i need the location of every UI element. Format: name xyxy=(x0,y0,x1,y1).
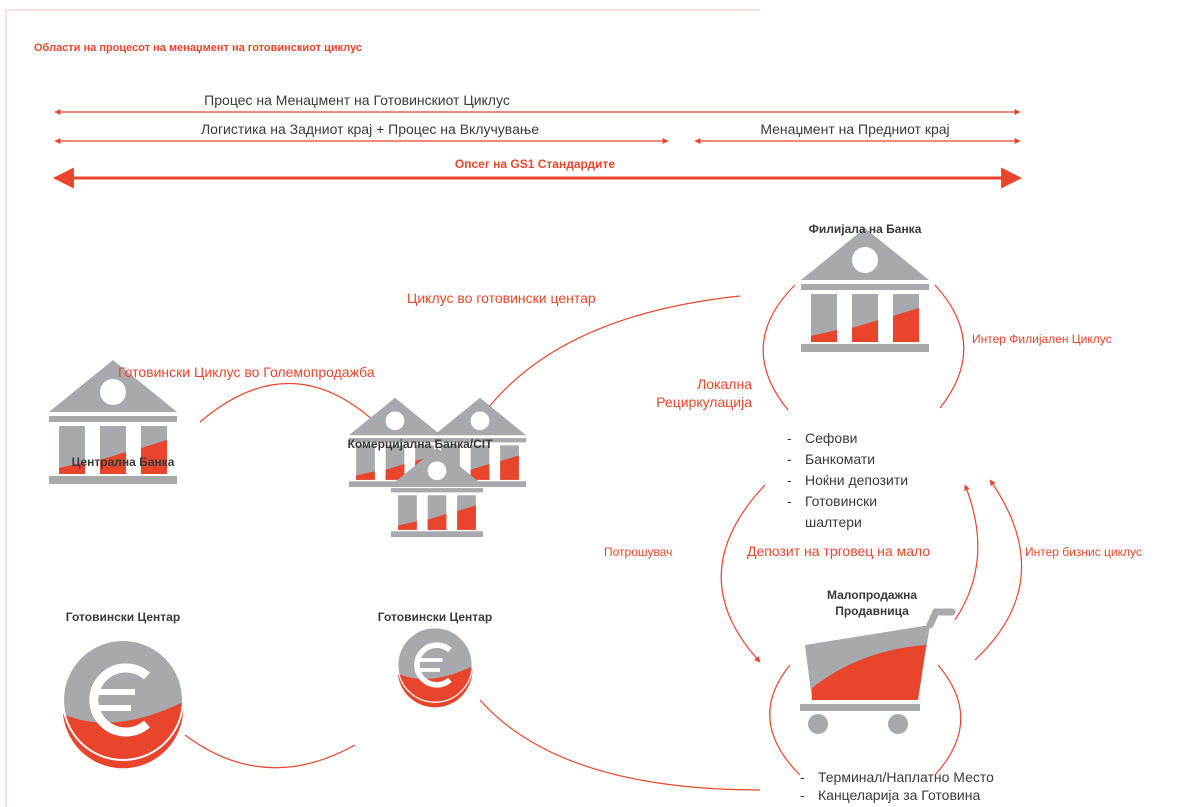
gs1-scope-label: Опсег на GS1 Стандардите xyxy=(448,157,622,171)
cash-center-cycle-curve xyxy=(484,295,741,413)
store-loop-left-curve xyxy=(769,664,801,776)
local-recirc-label-line2: Рециркулација xyxy=(656,394,752,410)
bank-icon xyxy=(390,447,484,538)
store-points-list: Терминал/Наплатно Место Канцеларија за Г… xyxy=(800,768,1060,804)
retail-store-label-line2: Продавница xyxy=(835,604,909,618)
inter-branch-cycle-label: Интер Филијален Циклус xyxy=(972,332,1112,346)
retailer-deposit-label: Депозит на трговец на мало xyxy=(747,543,931,559)
retail-store-label-line1: Малопродажна xyxy=(826,588,918,602)
list-item: Сефови xyxy=(787,428,947,449)
list-item: Банкомати xyxy=(787,449,947,470)
cash-center-cycle-label: Циклус во готовински центар xyxy=(407,290,596,306)
bank-icon xyxy=(801,228,929,352)
central-bank-loop-curve xyxy=(184,734,356,769)
full-process-label: Процес на Менаџмент на Готовинскиот Цикл… xyxy=(198,92,516,108)
commercial-bank-label: Комерцијална Банка/CIT xyxy=(347,437,493,451)
store-loop-right-curve xyxy=(934,664,962,776)
euro-coin-icon xyxy=(398,628,473,708)
list-item: Готовински шалтери xyxy=(787,491,895,533)
wholesale-cycle-label: Готовински Циклус во Големопродажба xyxy=(118,364,375,380)
back-end-label: Логистика на Задниот крај + Процес на Вк… xyxy=(194,121,546,137)
shopping-cart-icon xyxy=(800,608,956,734)
list-item: Канцеларија за Готовина xyxy=(800,786,1060,804)
list-item: Ноќни депозити xyxy=(787,470,947,491)
bank-branch-label: Филијала на Банка xyxy=(808,222,922,236)
central-cash-center-label: Готовински Центар xyxy=(65,610,181,624)
consumer-arrow-curve xyxy=(720,484,766,663)
euro-coin-icon xyxy=(63,640,183,768)
branch-channels-list: Сефови Банкомати Ноќни депозити Готовинс… xyxy=(787,428,947,533)
local-recirc-label-line1: Локална xyxy=(697,376,752,392)
wholesale-cycle-curve xyxy=(199,383,376,423)
retailer-deposit-arrow-curve xyxy=(954,484,979,621)
cash-center-to-store-curve xyxy=(479,699,761,791)
page-title: Области на процесот на менаџмент на гото… xyxy=(34,42,363,54)
list-item: Терминал/Наплатно Место xyxy=(800,768,1060,786)
front-end-label: Менаџмент на Предниот крај xyxy=(754,121,956,137)
central-bank-label: Централна Банка xyxy=(71,455,175,469)
inter-business-arrow-curve xyxy=(974,479,1023,661)
branch-loop-left-curve xyxy=(762,284,796,411)
branch-loop-right-curve xyxy=(934,284,965,409)
commercial-cash-center-label: Готовински Центар xyxy=(377,610,493,624)
consumer-label: Потрошувач xyxy=(604,545,673,559)
frame-lines xyxy=(5,9,760,807)
inter-business-cycle-label: Интер бизнис циклус xyxy=(1025,545,1142,559)
